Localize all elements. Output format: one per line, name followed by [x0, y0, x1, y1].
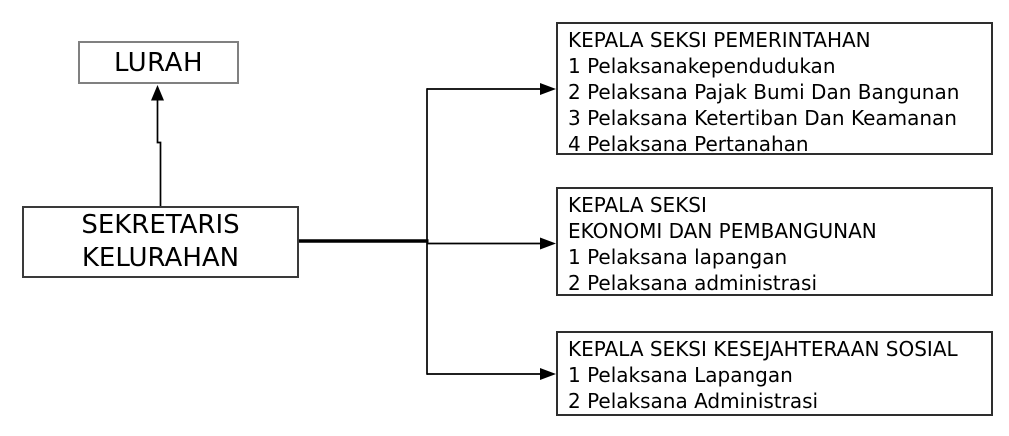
node-lurah: LURAH [78, 41, 239, 84]
node-sekretaris-label-line1: SEKRETARIS [81, 210, 240, 240]
node-sekretaris-kelurahan: SEKRETARIS KELURAHAN [22, 206, 299, 278]
seksi-pemerintahan-item-1: 1 Pelaksanakependudukan [568, 54, 836, 78]
node-seksi-kesejahteraan: KEPALA SEKSI KESEJAHTERAAN SOSIAL 1 Pela… [556, 331, 993, 416]
arrow-to-kesejahteraan [427, 368, 556, 380]
node-lurah-label: LURAH [113, 47, 204, 78]
seksi-pemerintahan-title: KEPALA SEKSI PEMERINTAHAN [568, 28, 871, 52]
seksi-ekonomi-title-line1: KEPALA SEKSI [568, 193, 707, 217]
seksi-ekonomi-item-1: 1 Pelaksana lapangan [568, 245, 788, 269]
node-sekretaris-label-line2: KELURAHAN [81, 243, 240, 273]
seksi-pemerintahan-item-3: 3 Pelaksana Ketertiban Dan Keamanan [568, 106, 957, 130]
arrow-to-pemerintahan [427, 83, 556, 95]
seksi-pemerintahan-item-4: 4 Pelaksana Pertanahan [568, 132, 809, 156]
arrow-to-ekonomi [427, 237, 556, 250]
arrow-sekretaris-to-lurah [151, 85, 164, 206]
seksi-kesejahteraan-item-2: 2 Pelaksana Administrasi [568, 389, 819, 413]
seksi-kesejahteraan-item-1: 1 Pelaksana Lapangan [568, 363, 793, 387]
seksi-pemerintahan-item-2: 2 Pelaksana Pajak Bumi Dan Bangunan [568, 80, 960, 104]
node-seksi-pemerintahan: KEPALA SEKSI PEMERINTAHAN 1 Pelaksanakep… [556, 22, 993, 156]
seksi-kesejahteraan-title: KEPALA SEKSI KESEJAHTERAAN SOSIAL [568, 337, 958, 361]
node-seksi-ekonomi: KEPALA SEKSI EKONOMI DAN PEMBANGUNAN 1 P… [556, 187, 993, 296]
seksi-ekonomi-title-line2: EKONOMI DAN PEMBANGUNAN [568, 219, 877, 243]
seksi-ekonomi-item-2: 2 Pelaksana administrasi [568, 271, 818, 295]
